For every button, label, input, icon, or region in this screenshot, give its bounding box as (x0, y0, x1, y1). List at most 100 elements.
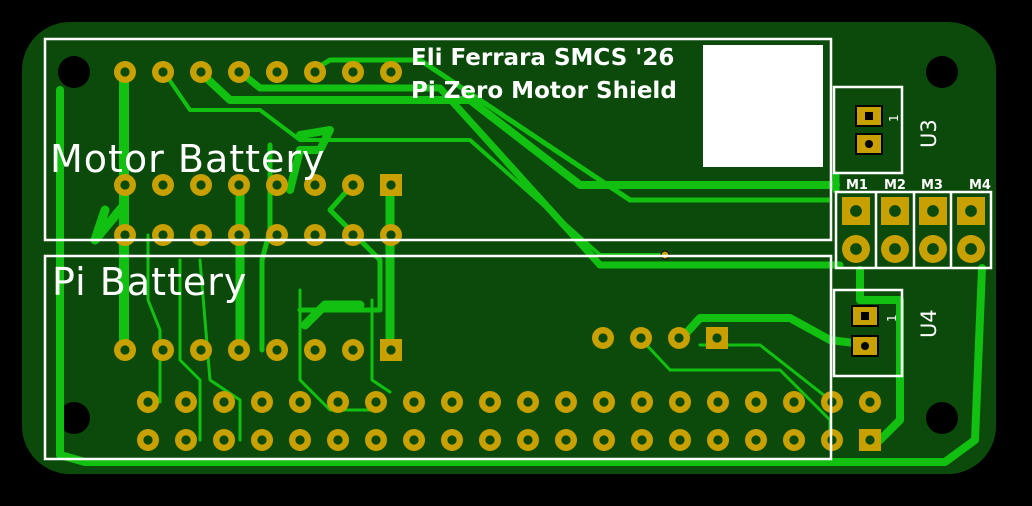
pad-hole (386, 230, 396, 240)
pad-hole (219, 435, 229, 445)
pi-battery-label: Pi Battery (52, 260, 247, 304)
u3-outline (832, 85, 904, 175)
pad-hole (713, 397, 723, 407)
pad-hole (295, 435, 305, 445)
pad-hole (386, 67, 396, 77)
mounting-hole-top-left (58, 56, 90, 88)
pad-hole (348, 180, 358, 190)
pad-hole (447, 435, 457, 445)
pad-hole (409, 435, 419, 445)
u4-pin1-marker: 1 (885, 314, 899, 322)
pad-hole (234, 345, 244, 355)
logo-block (703, 45, 823, 167)
pad-hole (120, 345, 130, 355)
pad-hole (348, 67, 358, 77)
trace-left-9 (146, 233, 162, 404)
pad-hole (272, 230, 282, 240)
small-header (592, 327, 728, 349)
credit-line: Eli Ferrara SMCS '26 (411, 45, 674, 71)
pad-hole (234, 230, 244, 240)
pad-hole (637, 397, 647, 407)
pad-hole (561, 397, 571, 407)
pad-hole (196, 180, 206, 190)
u3-regulator (855, 105, 883, 155)
pad-hole (310, 67, 320, 77)
gpio-header (137, 391, 881, 451)
pad-hole (310, 230, 320, 240)
pad-hole (181, 397, 191, 407)
pad-hole (196, 345, 206, 355)
trace-ground-loop (56, 86, 986, 466)
pad-hole (143, 435, 153, 445)
pad-hole (158, 230, 168, 240)
pad-hole (751, 397, 761, 407)
trace-top-2 (236, 68, 844, 269)
pad-hole (371, 397, 381, 407)
trace-left-6 (297, 182, 383, 313)
pad-hole (272, 345, 282, 355)
pad-hole (219, 397, 229, 407)
mounting-hole-bottom-left (58, 402, 90, 434)
motor-label-m2: M2 (884, 178, 906, 193)
pad-hole (409, 397, 419, 407)
mounting-holes (58, 56, 958, 434)
pad-hole (272, 67, 282, 77)
pad-hole (120, 67, 130, 77)
pad-hole (713, 435, 723, 445)
trace-top-1 (196, 68, 840, 189)
mounting-hole-bottom-right (926, 402, 958, 434)
pad-hole (865, 397, 875, 407)
pad-hole (965, 243, 977, 255)
pad-hole (599, 435, 609, 445)
pad-hole (599, 397, 609, 407)
u4-regulator (851, 305, 879, 357)
trace-left-8 (300, 300, 365, 330)
pad-hole (257, 435, 267, 445)
pad-hole (234, 180, 244, 190)
pad-hole (158, 180, 168, 190)
pad-hole (257, 397, 267, 407)
pad-hole (386, 180, 396, 190)
u4-outline (832, 288, 904, 378)
pad-hole (927, 205, 939, 217)
pad-hole (865, 435, 875, 445)
pad-hole (789, 435, 799, 445)
pad-hole (927, 243, 939, 255)
pad-hole (348, 345, 358, 355)
pad-hole (636, 333, 646, 343)
pad-hole (850, 205, 862, 217)
u3-pin1-marker: 1 (887, 114, 901, 122)
trace-left-12 (298, 288, 372, 412)
pad-hole (751, 435, 761, 445)
pad-hole (295, 397, 305, 407)
pad-hole (310, 345, 320, 355)
pad-hole (158, 67, 168, 77)
motor-label-m1: M1 (846, 178, 868, 193)
pad-hole (181, 435, 191, 445)
pad-hole (889, 243, 901, 255)
pad-hole (965, 205, 977, 217)
pad-hole (675, 397, 685, 407)
trace-left-11 (198, 258, 242, 442)
pad-hole (386, 345, 396, 355)
pad-hole (485, 435, 495, 445)
pad-hole (348, 230, 358, 240)
trace-top-3 (307, 57, 833, 203)
product-line: Pi Zero Motor Shield (411, 78, 677, 104)
pad-hole (196, 230, 206, 240)
pad-hole (598, 333, 608, 343)
pad-hole (234, 67, 244, 77)
pad-hole (523, 397, 533, 407)
mounting-hole-top-right (926, 56, 958, 88)
trace-right-1 (676, 314, 874, 349)
u3-label: U3 (917, 119, 941, 148)
pad-hole (637, 435, 647, 445)
motor-battery-label: Motor Battery (50, 137, 326, 181)
pad-hole (889, 205, 901, 217)
pad-hole (158, 345, 168, 355)
trace-left-13 (370, 298, 392, 394)
pad-hole (196, 67, 206, 77)
motor-battery-outline (43, 37, 833, 242)
pi-battery-outline (43, 254, 833, 461)
